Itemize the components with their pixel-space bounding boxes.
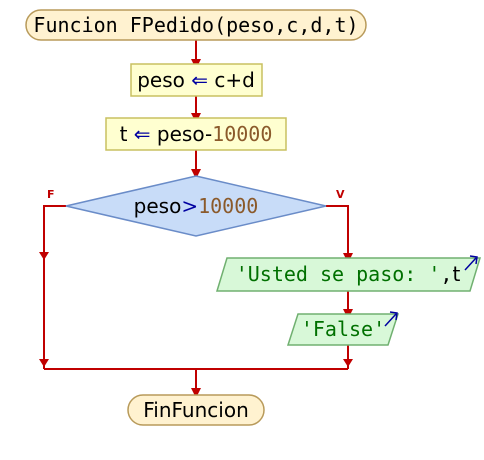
assign2-process <box>105 117 287 151</box>
branch-arrowheads <box>39 252 353 367</box>
decision-op: > <box>181 194 198 218</box>
merge-right-arrowhead <box>343 359 353 367</box>
assign2-expr-num: 10000 <box>212 122 272 146</box>
output1-parallelogram <box>215 257 482 292</box>
output1-string: 'Usted se paso: ' <box>236 262 441 286</box>
function-header-terminal <box>25 9 367 41</box>
function-end-terminal <box>127 394 265 426</box>
header-keyword: Funcion <box>33 13 117 37</box>
decision-var: peso <box>134 194 182 218</box>
output-arrow-icon <box>464 257 477 271</box>
output1-sep: , <box>440 262 452 286</box>
output1-var: t <box>452 262 460 286</box>
output-arrow-icon-head <box>469 255 478 265</box>
output-arrow-icon <box>384 313 397 327</box>
assign-arrow-icon: ⇐ <box>134 122 151 146</box>
assign2-text: t ⇐ peso-10000 <box>120 122 273 146</box>
function-header-text: Funcion FPedido(peso,c,d,t) <box>33 13 358 37</box>
false-branch-arrowhead <box>39 252 49 260</box>
decision-diamond <box>65 175 327 237</box>
assign1-var: peso <box>137 68 185 92</box>
connector-true-branch <box>326 205 353 263</box>
assign2-expr-op: - <box>205 122 212 146</box>
output1-text: 'Usted se paso: ',t <box>236 262 461 286</box>
merge-left-arrowhead <box>39 359 49 367</box>
assign1-text: peso ⇐ c+d <box>137 68 255 92</box>
connector-false-branch <box>43 205 66 369</box>
assign-arrow-icon: ⇐ <box>191 68 208 92</box>
header-params: (peso,c,d,t) <box>214 13 359 37</box>
true-branch-label: V <box>336 188 345 201</box>
assign2-expr-var: peso <box>157 122 205 146</box>
false-branch-label: F <box>47 188 55 201</box>
decision-num: 10000 <box>198 194 258 218</box>
header-function-name: FPedido <box>130 13 214 37</box>
function-end-label: FinFuncion <box>143 398 249 422</box>
output2-text: 'False' <box>301 317 385 341</box>
connectors <box>43 40 353 398</box>
output2-parallelogram <box>286 313 400 346</box>
decision-condition: peso>10000 <box>134 194 259 218</box>
assign1-expr: c+d <box>214 68 254 92</box>
assign2-var: t <box>120 122 128 146</box>
assign1-process <box>130 63 263 97</box>
output-arrow-icon-head <box>389 311 398 321</box>
output2-string: 'False' <box>301 317 385 341</box>
